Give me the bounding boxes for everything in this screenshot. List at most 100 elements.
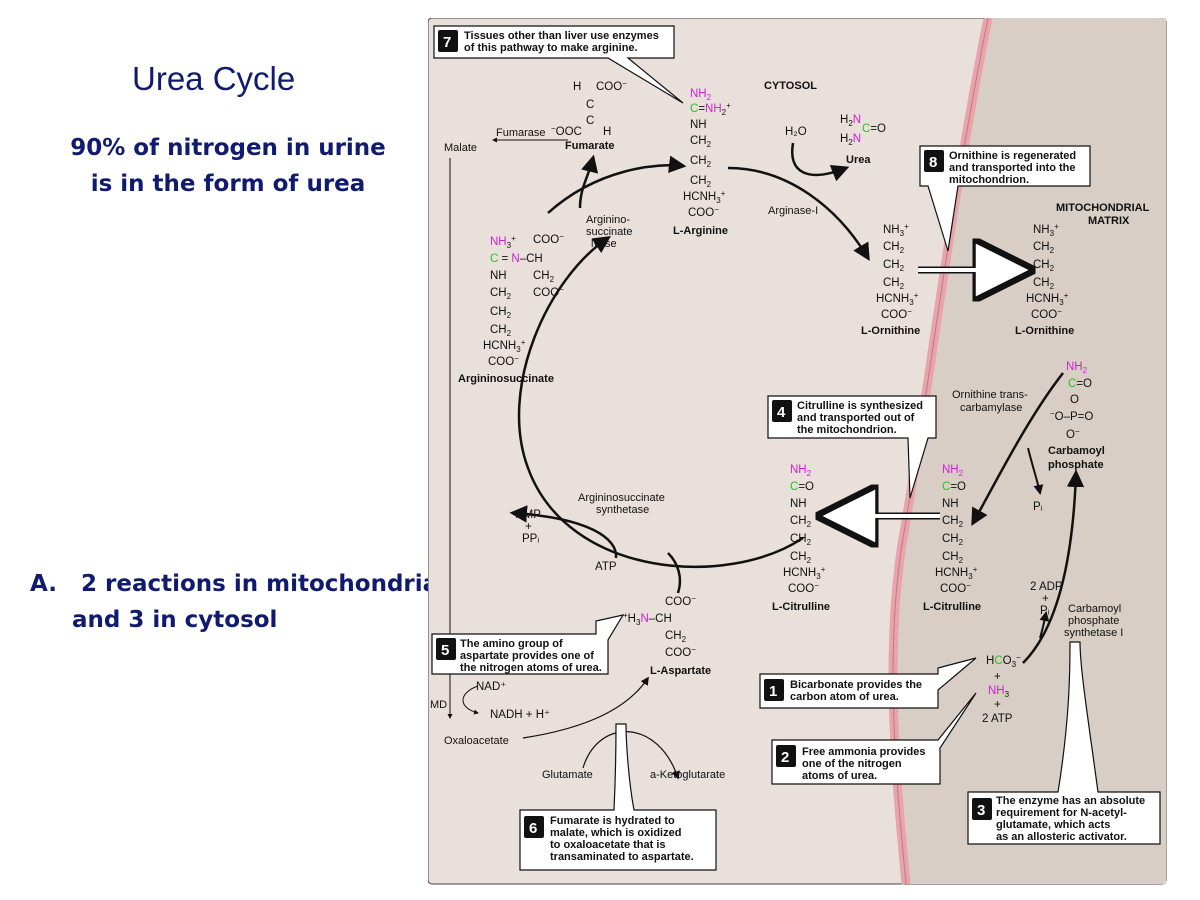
svg-text:NH3: NH3	[988, 685, 1010, 699]
callout-5-line: the nitrogen atoms of urea.	[460, 662, 602, 674]
callout-6-line: Fumarate is hydrated to	[550, 815, 675, 827]
callout-4-line: and transported out of	[797, 412, 915, 424]
svg-text:NH2: NH2	[1066, 361, 1088, 375]
urea-structure: H2N C=O H2N	[840, 114, 886, 147]
arginine-structure: NH2 C=NH2+ NH CH2 CH2 CH2 HCNH3+ COO−	[683, 88, 731, 219]
bicarbonate-ammonia-structure: HCO3− + NH3 +	[986, 653, 1021, 711]
svg-text:NH2: NH2	[942, 464, 964, 478]
callout-1-number: 1	[769, 683, 777, 700]
svg-text:CH2: CH2	[790, 533, 812, 547]
synthetase-label-line1: Argininosuccinate	[578, 492, 665, 504]
otc-label-line2: carbamylase	[960, 402, 1022, 414]
svg-text:CH2: CH2	[490, 324, 512, 338]
pi-release-arrow	[1027, 447, 1044, 495]
lyase-label-line2: succinate	[586, 226, 632, 238]
ornithine-matrix-structure: NH3+ CH2 CH2 CH2 HCNH3+ COO−	[1026, 222, 1069, 321]
carbamoyl-phosphate-structure: NH2 C=O O −O–P=O O−	[1050, 361, 1093, 441]
svg-text:C=O: C=O	[1068, 378, 1092, 390]
svg-text:NH: NH	[942, 498, 959, 510]
arginase-label: Arginase-I	[768, 205, 818, 217]
svg-text:COO−: COO−	[665, 594, 696, 608]
cycle-arc-left	[517, 236, 804, 568]
svg-text:COO−: COO−	[596, 79, 627, 93]
callout-6: 6 Fumarate is hydrated to malate, which …	[519, 723, 717, 871]
svg-text:CH2: CH2	[1033, 277, 1055, 291]
callout-8-line: and transported into the	[949, 162, 1076, 174]
svg-text:+: +	[994, 699, 1001, 711]
svg-text:C=NH2+: C=NH2+	[690, 101, 731, 117]
svg-text:HCNH3+: HCNH3+	[783, 565, 826, 581]
adp-plus-label: +	[1042, 593, 1049, 605]
callout-7-line: Tissues other than liver use enzymes	[464, 30, 659, 42]
amp-label: AMP	[516, 509, 541, 521]
ornithine-cytosol-name: L-Ornithine	[861, 325, 920, 337]
callout-8-number: 8	[929, 154, 937, 171]
callout-7: 7 Tissues other than liver use enzymes o…	[433, 25, 684, 104]
callout-4-line: the mitochondrion.	[797, 424, 897, 436]
aspartate-structure: COO− +H3N–CH CH2 COO−	[623, 594, 696, 659]
svg-text:CH2: CH2	[690, 155, 712, 169]
callout-8: 8 Ornithine is regenerated and transport…	[919, 145, 1091, 252]
carbamoyl-name-line1: Carbamoyl	[1048, 445, 1105, 457]
atp-label: ATP	[595, 561, 617, 573]
svg-text:C: C	[586, 115, 594, 127]
subtitle-line: is in the form of urea	[90, 171, 366, 197]
bullet-line-1: A. 2 reactions in mitochondria	[30, 566, 438, 602]
bullet-line-2: and 3 in cytosol	[72, 607, 278, 633]
synthetase-label-line2: synthetase	[596, 504, 649, 516]
svg-text:CH2: CH2	[942, 515, 964, 529]
lyase-to-fumarate-arrow	[578, 154, 599, 209]
svg-text:COO−: COO−	[788, 581, 819, 595]
callout-6-line: malate, which is oxidized	[550, 827, 681, 839]
water-input-arrow	[790, 142, 850, 182]
citrulline-cytosol-structure: NH2 C=O NH CH2 CH2 CH2 HCNH3+ COO−	[783, 464, 826, 595]
svg-text:CH2: CH2	[883, 277, 905, 291]
callout-3-line: glutamate, which acts	[996, 819, 1110, 831]
svg-text:HCNH3+: HCNH3+	[1026, 291, 1069, 307]
ppi-label: PPᵢ	[522, 533, 539, 545]
slide-title: Urea Cycle	[132, 60, 296, 97]
pi-release-label: Pᵢ	[1033, 501, 1043, 513]
svg-text:HCNH3+: HCNH3+	[876, 291, 919, 307]
arginine-name: L-Arginine	[673, 225, 728, 237]
svg-text:HCNH3+: HCNH3+	[483, 338, 526, 354]
svg-text:HCNH3+: HCNH3+	[935, 565, 978, 581]
callout-2-number: 2	[781, 749, 789, 766]
svg-text:NH2: NH2	[690, 88, 712, 102]
malate-label: Malate	[444, 142, 477, 154]
svg-text:NH: NH	[690, 119, 707, 131]
callout-1-line: Bicarbonate provides the	[790, 679, 922, 691]
svg-text:H2N: H2N	[840, 114, 861, 128]
callout-4-number: 4	[777, 404, 786, 421]
argininosuccinate-structure: NH3+ COO− C = N–CH NH CH2 CH2 COO− CH2 C…	[483, 232, 564, 368]
callout-1-line: carbon atom of urea.	[790, 691, 899, 703]
callout-2: 2 Free ammonia provides one of the nitro…	[771, 692, 977, 785]
svg-text:NH: NH	[490, 270, 507, 282]
svg-text:C=O: C=O	[942, 481, 966, 493]
svg-text:CH2: CH2	[942, 551, 964, 565]
ketoglutarate-label: a-Ketoglutarate	[650, 769, 725, 781]
callout-2-line: one of the nitrogen	[802, 758, 902, 770]
lyase-label-line1: Argininо-	[586, 214, 630, 226]
callout-2-line: Free ammonia provides	[802, 746, 926, 758]
water-label: H₂O	[785, 126, 807, 138]
svg-text:C=O: C=O	[790, 481, 814, 493]
nadh-label: NADH + H⁺	[490, 709, 550, 721]
svg-text:COO−: COO−	[665, 645, 696, 659]
svg-text:CH2: CH2	[690, 175, 712, 189]
callout-3-line: as an allosteric activator.	[996, 831, 1127, 843]
svg-text:HCNH3+: HCNH3+	[683, 189, 726, 205]
svg-text:COO−: COO−	[533, 232, 564, 246]
svg-text:COO−: COO−	[688, 205, 719, 219]
carbamoyl-name-line2: phosphate	[1048, 459, 1104, 471]
callout-3-line: requirement for N-acetyl-	[996, 807, 1127, 819]
svg-text:NH: NH	[790, 498, 807, 510]
callout-8-line: Ornithine is regenerated	[949, 150, 1076, 162]
glutamate-arc	[582, 731, 680, 780]
svg-text:CH2: CH2	[1033, 241, 1055, 255]
adp-release-arrow	[1039, 611, 1050, 639]
callout-2-line: atoms of urea.	[802, 770, 877, 782]
svg-text:H2N: H2N	[840, 133, 861, 147]
argininosuccinate-name: Argininosuccinate	[458, 373, 554, 385]
callout-8-line: mitochondrion.	[949, 174, 1029, 186]
